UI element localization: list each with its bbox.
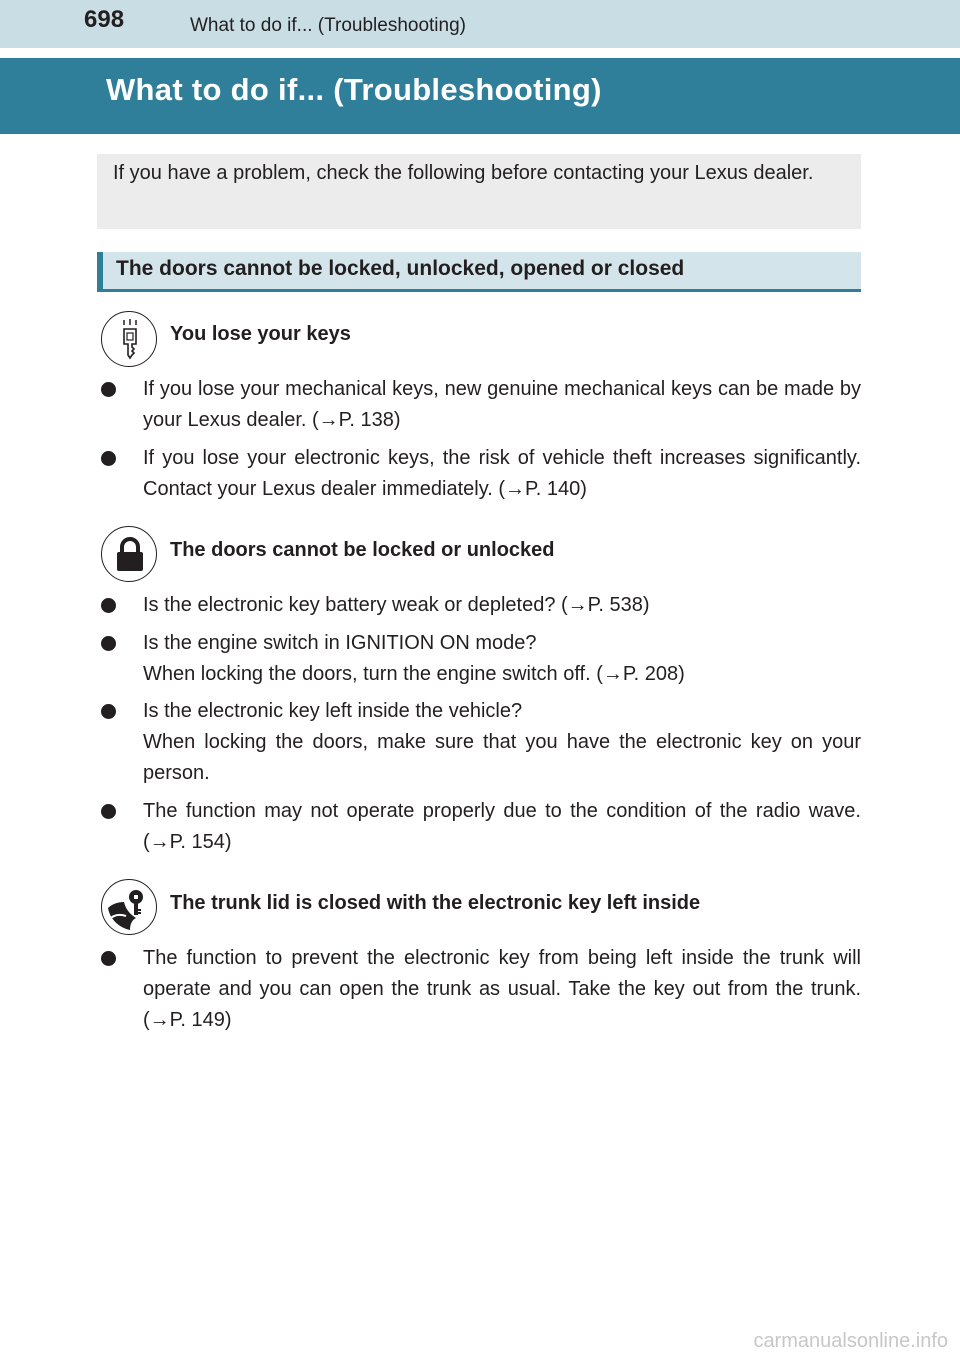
bullet-dot [101,804,116,819]
section-heading: The doors cannot be locked, unlocked, op… [97,252,861,292]
bullet-text: When locking the doors, turn the engine … [143,663,685,685]
bullet-text: When locking the doors, make sure that y… [143,731,861,784]
page-title-band: What to do if... (Troubleshooting) [0,58,960,134]
list-item: The function may not operate properly du… [101,796,861,858]
watermark: carmanualsonline.info [753,1330,948,1352]
padlock-icon [101,526,157,582]
bullet-text: Is the electronic key battery weak or de… [143,594,650,616]
subheading-trunk-key: The trunk lid is closed with the electro… [170,892,701,914]
subheading-doors-lock: The doors cannot be locked or unlocked [170,539,555,561]
bullet-text: If you lose your electronic keys, the ri… [143,447,861,500]
list-item: Is the engine switch in IGNITION ON mode… [101,628,861,690]
bullet-dot [101,636,116,651]
page-title: What to do if... (Troubleshooting) [106,72,602,107]
list-item: Is the electronic key battery weak or de… [101,590,861,621]
bullet-dot [101,704,116,719]
running-header-bar: 698 What to do if... (Troubleshooting) [0,0,960,48]
bullet-text: If you lose your mechanical keys, new ge… [143,378,861,431]
running-header-title: What to do if... (Troubleshooting) [190,15,466,36]
bullet-dot [101,451,116,466]
list-item: Is the electronic key left inside the ve… [101,696,861,789]
subheading-lose-keys: You lose your keys [170,323,351,345]
key-in-trunk-icon [101,879,157,935]
bullet-dot [101,598,116,613]
bullet-text: The function may not operate properly du… [143,800,861,853]
bullet-text: Is the engine switch in IGNITION ON mode… [143,632,537,654]
page-number: 698 [84,6,125,33]
intro-box: If you have a problem, check the followi… [97,154,861,229]
section-heading-text: The doors cannot be locked, unlocked, op… [116,257,685,280]
list-item: If you lose your mechanical keys, new ge… [101,374,861,436]
key-icon [101,311,157,367]
bullet-text: The function to prevent the electronic k… [143,947,861,1031]
bullet-text: Is the electronic key left inside the ve… [143,700,523,722]
bullet-dot [101,382,116,397]
list-item: If you lose your electronic keys, the ri… [101,443,861,505]
list-item: The function to prevent the electronic k… [101,943,861,1036]
intro-text: If you have a problem, check the followi… [113,162,814,184]
bullet-dot [101,951,116,966]
